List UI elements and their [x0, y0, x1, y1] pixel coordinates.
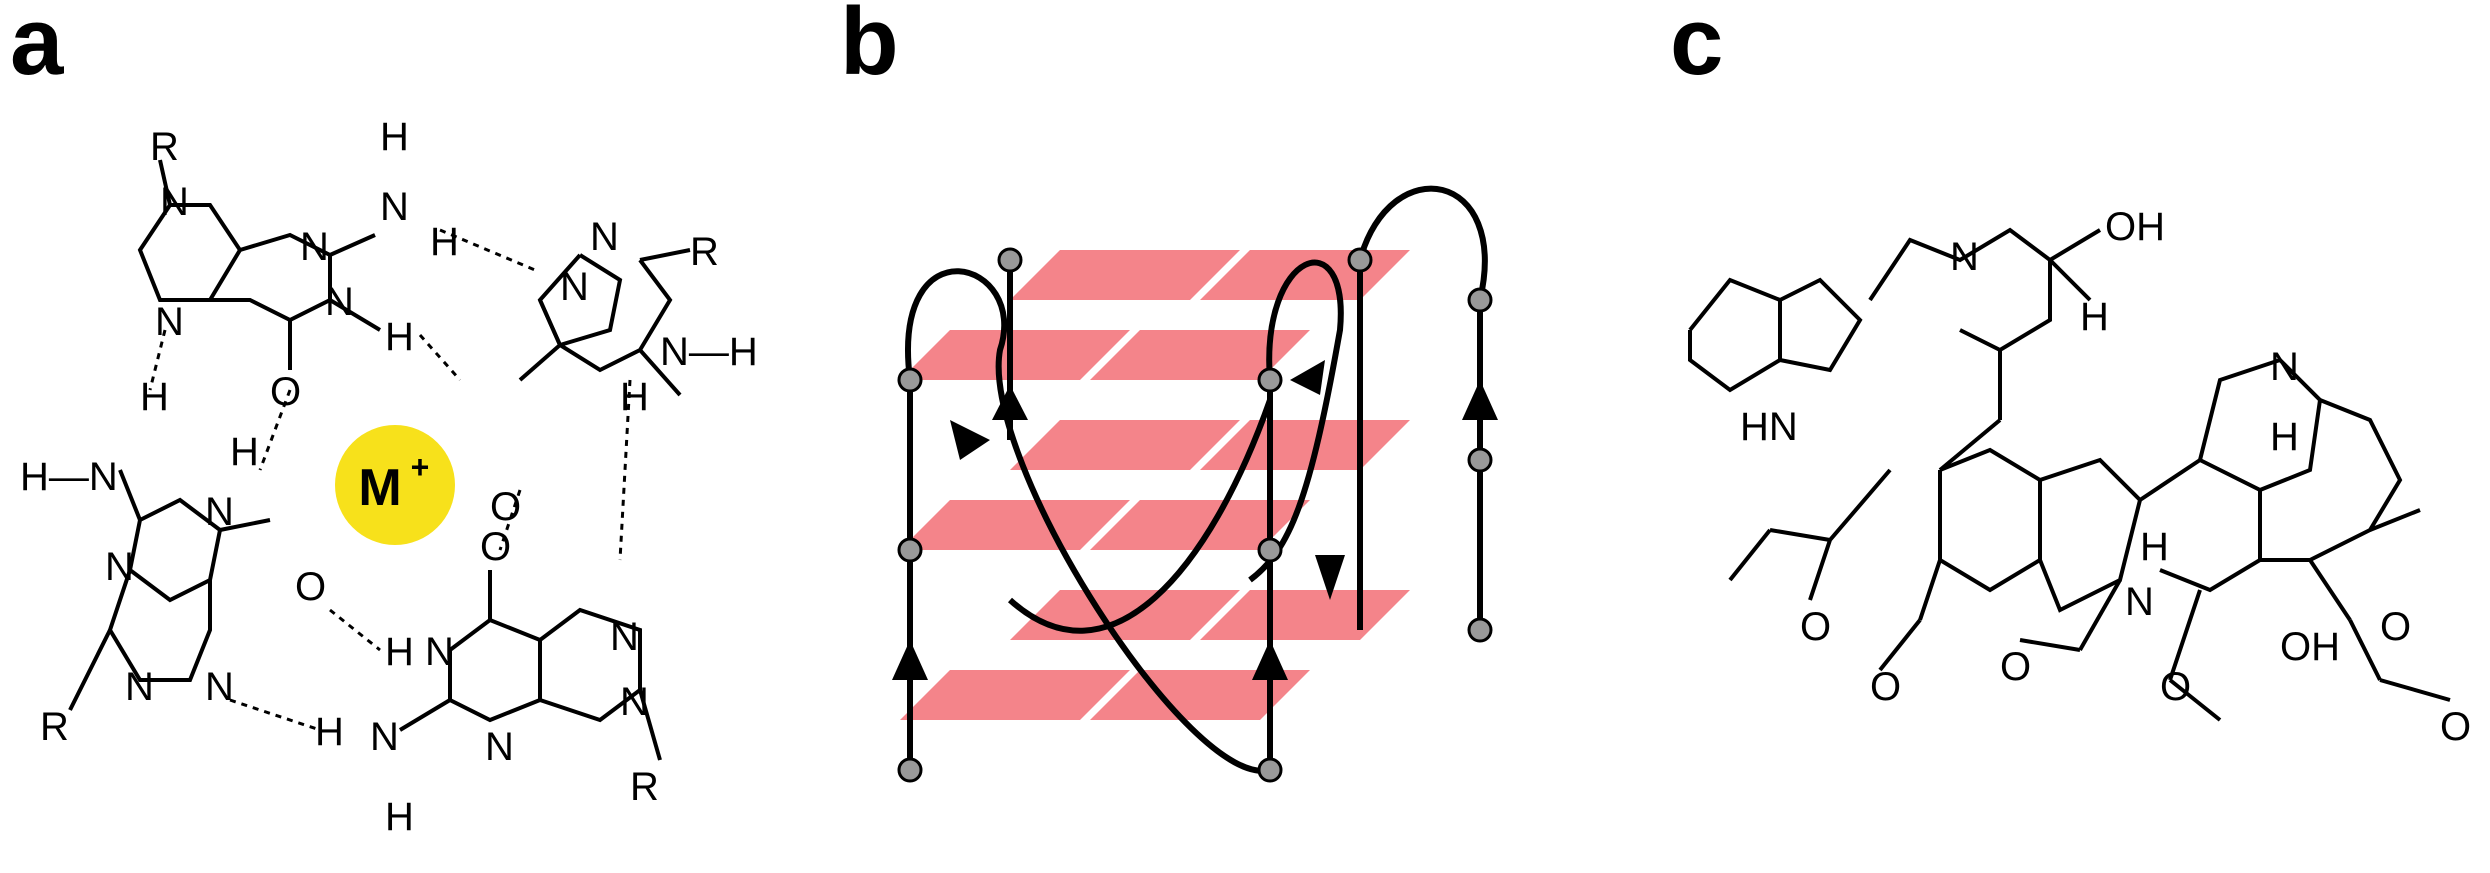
cation-circle — [335, 425, 455, 545]
atom-hn: H—N — [20, 455, 118, 499]
cation-charge: + — [411, 449, 430, 485]
g-quartet-bonds — [68, 159, 691, 761]
atom-n: N — [610, 615, 639, 659]
ligand-atom-labels: OH N H N HN H H N OH O O O O O O — [1740, 205, 2471, 749]
atom-oh-top: OH — [2105, 205, 2165, 249]
atom-h: H — [385, 630, 414, 674]
arrow-up-icon — [1252, 640, 1288, 680]
atom-nh: N—H — [660, 330, 758, 374]
atom-o: O — [2000, 645, 2031, 689]
atom-n-top: N — [1950, 235, 1979, 279]
atom-oh-bottom: OH — [2280, 625, 2340, 669]
ligand-structure: OH N H N HN H H N OH O O O O O O — [1688, 205, 2471, 749]
atom-n: N — [590, 215, 619, 259]
atom-r: R — [690, 230, 719, 274]
atom-h: H — [230, 430, 259, 474]
atom-n: N — [325, 280, 354, 324]
atom-r: R — [630, 765, 659, 809]
atom-n: N — [620, 680, 649, 724]
panel-letter-b: b — [840, 0, 899, 95]
atom-h-left: H — [2140, 525, 2169, 569]
atom-r: R — [40, 705, 69, 749]
atom-h: H — [315, 710, 344, 754]
atom-h: H — [385, 795, 414, 839]
atom-n: N — [300, 225, 329, 269]
ligand-bonds — [1688, 227, 2451, 722]
arrow-up-icon — [992, 385, 1028, 420]
atom-o: O — [2440, 705, 2471, 749]
atom-n: N — [370, 715, 399, 759]
atom-o: O — [1870, 665, 1901, 709]
atom-n: N — [105, 545, 134, 589]
atom-n-right: N — [2270, 345, 2299, 389]
atom-h-right: H — [2270, 415, 2299, 459]
atom-n: N — [560, 265, 589, 309]
atom-o: O — [295, 565, 326, 609]
atom-o: O — [270, 370, 301, 414]
atom-n: N — [160, 180, 189, 224]
atom-h: H — [620, 375, 649, 419]
atom-n: N — [485, 725, 514, 769]
atom-n: N — [155, 300, 184, 344]
atom-n: N — [425, 630, 454, 674]
atom-o: O — [480, 525, 511, 569]
g-quartet-structure: M + R N N H N H N H O N H H—N H N N O N … — [20, 115, 758, 839]
panel-letter-a: a — [10, 0, 64, 95]
arrow-up-icon — [892, 640, 928, 680]
atom-h: H — [380, 115, 409, 159]
atom-h: H — [140, 375, 169, 419]
atom-o: O — [2380, 605, 2411, 649]
arrow-down-icon — [950, 420, 990, 460]
g-quadruplex-topology — [892, 185, 1498, 783]
panel-letter-c: c — [1670, 0, 1724, 95]
atom-h: H — [385, 315, 414, 359]
atom-h-mid: H — [2080, 295, 2109, 339]
arrow-down-icon — [1315, 555, 1345, 600]
atom-n: N — [205, 665, 234, 709]
cation-label: M — [358, 459, 401, 517]
atom-n: N — [125, 665, 154, 709]
panel-a: a — [0, 0, 830, 873]
atom-n-lower: N — [2125, 580, 2154, 624]
atom-o: O — [1800, 605, 1831, 649]
tetrad-planes — [900, 250, 1410, 720]
arrow-right-icon — [1290, 360, 1325, 395]
strand-nodes — [897, 247, 1493, 783]
strand-direction-arrows — [892, 360, 1498, 680]
atom-nh: N — [380, 185, 409, 229]
atom-o: O — [2160, 665, 2191, 709]
atom-labels: R N N H N H N H O N H H—N H N N O N N R … — [20, 115, 758, 839]
atom-r: R — [150, 125, 179, 169]
atom-o: O — [490, 485, 521, 529]
panel-b: b — [830, 0, 1660, 873]
atom-hn: HN — [1740, 405, 1798, 449]
hydrogen-bonds — [148, 228, 632, 732]
atom-n: N — [205, 490, 234, 534]
atom-h: H — [430, 220, 459, 264]
panel-c: c — [1660, 0, 2490, 873]
arrow-up-icon — [1462, 380, 1498, 420]
